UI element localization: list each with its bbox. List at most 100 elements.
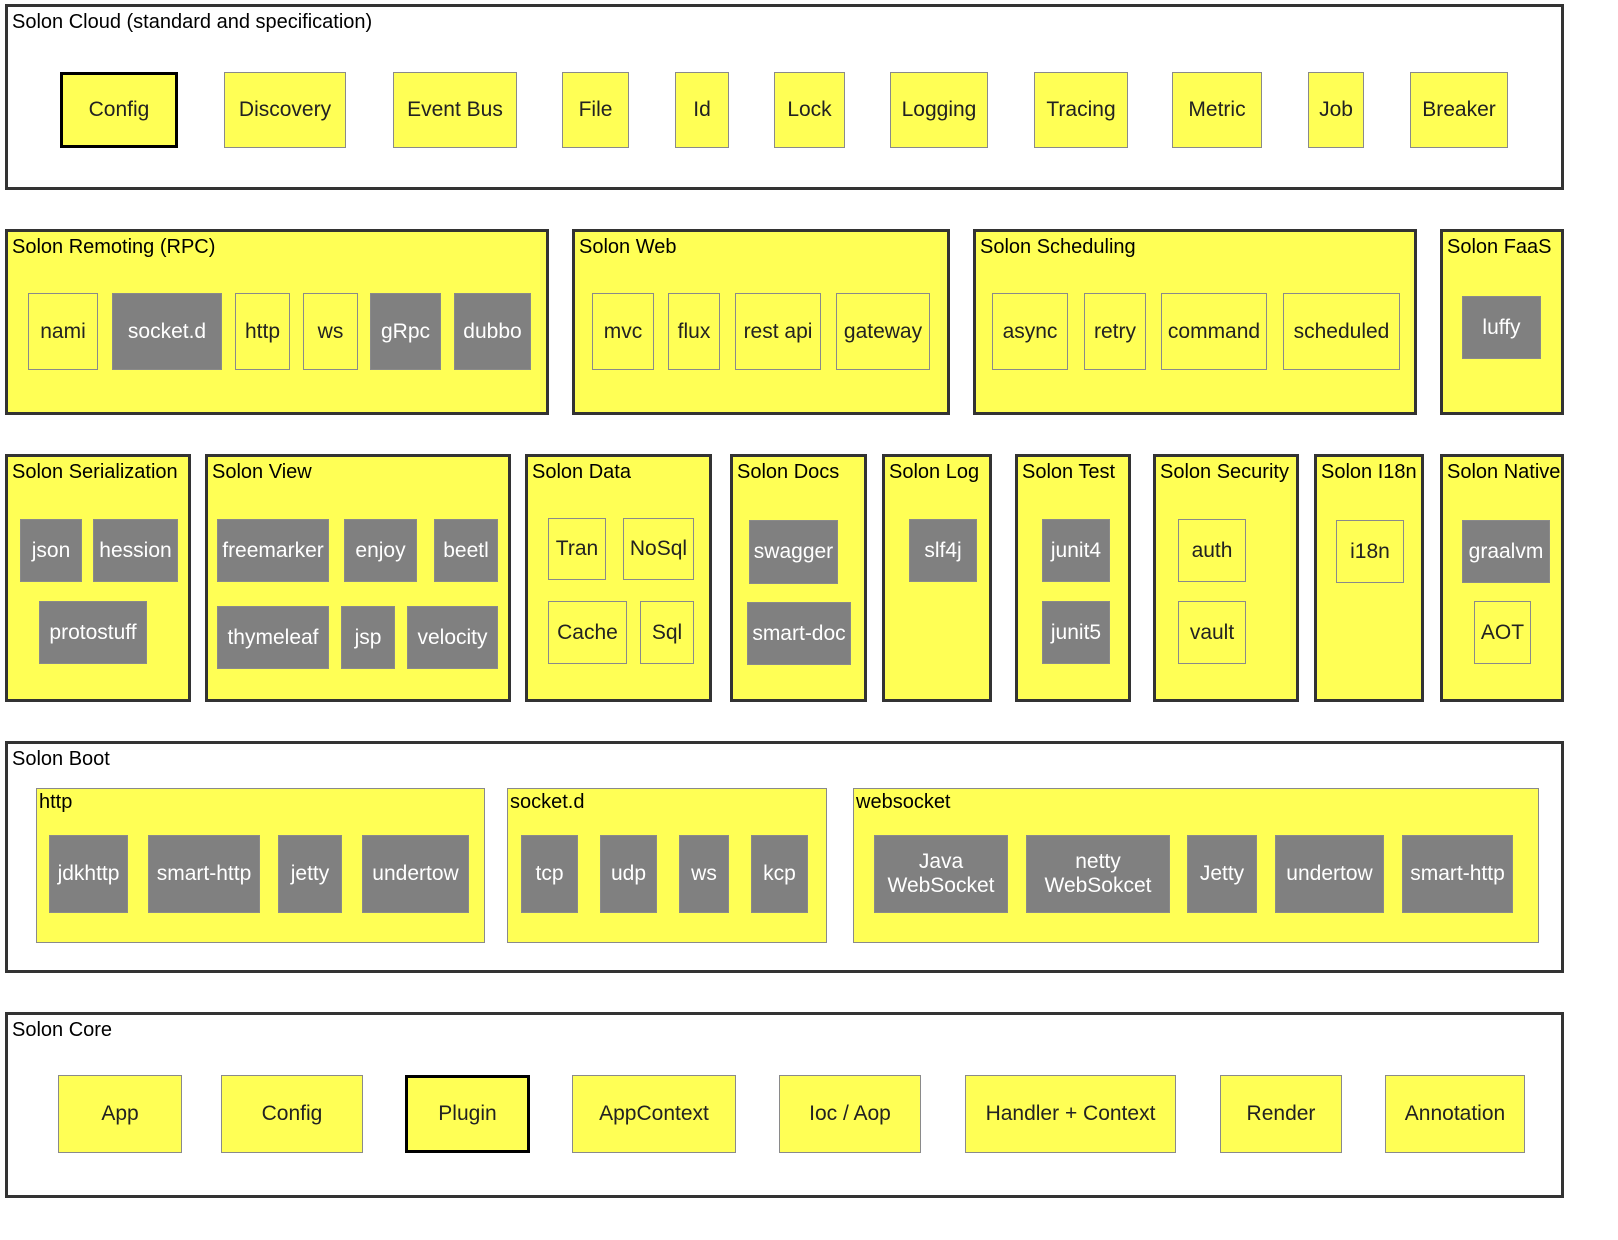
group-solon-test: Solon Test junit4 junit5 [1015, 454, 1131, 702]
module-udp[interactable]: udp [600, 835, 657, 913]
module-smart-http[interactable]: smart-http [148, 835, 260, 913]
module-beetl[interactable]: beetl [434, 519, 498, 582]
module-rest-api[interactable]: rest api [735, 293, 821, 370]
group-title: Solon Remoting (RPC) [12, 236, 216, 258]
group-title: Solon Scheduling [980, 236, 1136, 258]
module-kcp[interactable]: kcp [751, 835, 808, 913]
group-title: Solon I18n [1321, 461, 1417, 483]
module-thymeleaf[interactable]: thymeleaf [217, 606, 329, 669]
module-smart-http-ws[interactable]: smart-http [1402, 835, 1513, 913]
module-breaker[interactable]: Breaker [1410, 72, 1508, 148]
module-grpc[interactable]: gRpc [370, 293, 441, 370]
group-solon-log: Solon Log slf4j [882, 454, 992, 702]
group-title: Solon View [212, 461, 312, 483]
module-command[interactable]: command [1161, 293, 1267, 370]
module-protostuff[interactable]: protostuff [39, 601, 147, 664]
module-tracing[interactable]: Tracing [1034, 72, 1128, 148]
module-lock[interactable]: Lock [774, 72, 845, 148]
module-file[interactable]: File [562, 72, 629, 148]
module-handler-context[interactable]: Handler + Context [965, 1075, 1176, 1153]
group-title: Solon Boot [12, 748, 110, 770]
module-ioc-aop[interactable]: Ioc / Aop [779, 1075, 921, 1153]
module-i18n[interactable]: i18n [1336, 520, 1404, 583]
module-socket-d[interactable]: socket.d [112, 293, 222, 370]
module-undertow-ws[interactable]: undertow [1275, 835, 1384, 913]
group-solon-serialization: Solon Serialization json hession protost… [5, 454, 191, 702]
subgroup-title: websocket [856, 791, 951, 813]
module-appcontext[interactable]: AppContext [572, 1075, 736, 1153]
group-solon-remoting: Solon Remoting (RPC) nami socket.d http … [5, 229, 549, 415]
module-dubbo[interactable]: dubbo [454, 293, 531, 370]
module-discovery[interactable]: Discovery [224, 72, 346, 148]
module-smart-doc[interactable]: smart-doc [747, 602, 851, 665]
group-solon-view: Solon View freemarker enjoy beetl thymel… [205, 454, 511, 702]
subgroup-http: http jdkhttp smart-http jetty undertow [36, 788, 485, 943]
module-http[interactable]: http [235, 293, 290, 370]
module-undertow[interactable]: undertow [362, 835, 469, 913]
subgroup-title: http [39, 791, 73, 813]
module-nami[interactable]: nami [28, 293, 98, 370]
module-jdkhttp[interactable]: jdkhttp [49, 835, 128, 913]
module-luffy[interactable]: luffy [1462, 296, 1541, 359]
module-aot[interactable]: AOT [1474, 601, 1531, 664]
module-job[interactable]: Job [1308, 72, 1364, 148]
module-jetty[interactable]: jetty [278, 835, 342, 913]
module-sql[interactable]: Sql [640, 601, 694, 664]
module-json[interactable]: json [20, 519, 82, 582]
subgroup-websocket: websocket Java WebSocket netty WebSokcet… [853, 788, 1539, 943]
group-title: Solon Security [1160, 461, 1289, 483]
module-app[interactable]: App [58, 1075, 182, 1153]
module-cache[interactable]: Cache [548, 601, 627, 664]
subgroup-title: socket.d [510, 791, 585, 813]
module-logging[interactable]: Logging [890, 72, 988, 148]
group-title: Solon Data [532, 461, 631, 483]
module-event-bus[interactable]: Event Bus [393, 72, 517, 148]
module-metric[interactable]: Metric [1172, 72, 1262, 148]
module-velocity[interactable]: velocity [407, 606, 498, 669]
module-scheduled[interactable]: scheduled [1283, 293, 1400, 370]
module-nosql[interactable]: NoSql [623, 518, 694, 580]
module-config[interactable]: Config [60, 72, 178, 148]
group-solon-web: Solon Web mvc flux rest api gateway [572, 229, 950, 415]
group-title: Solon Test [1022, 461, 1116, 483]
module-jetty-ws[interactable]: Jetty [1187, 835, 1257, 913]
group-solon-faas: Solon FaaS luffy [1440, 229, 1564, 415]
module-auth[interactable]: auth [1178, 519, 1246, 582]
module-java-websocket[interactable]: Java WebSocket [874, 835, 1008, 913]
subgroup-socket-d: socket.d tcp udp ws kcp [507, 788, 827, 943]
module-hession[interactable]: hession [93, 519, 178, 582]
module-plugin[interactable]: Plugin [405, 1075, 530, 1153]
module-annotation[interactable]: Annotation [1385, 1075, 1525, 1153]
module-tcp[interactable]: tcp [521, 835, 578, 913]
module-enjoy[interactable]: enjoy [344, 519, 417, 582]
group-solon-docs: Solon Docs swagger smart-doc [730, 454, 867, 702]
group-solon-boot: Solon Boot http jdkhttp smart-http jetty… [5, 741, 1564, 973]
group-solon-cloud: Solon Cloud (standard and specification)… [5, 4, 1564, 190]
module-retry[interactable]: retry [1084, 293, 1146, 370]
module-swagger[interactable]: swagger [749, 520, 838, 584]
module-slf4j[interactable]: slf4j [909, 519, 977, 582]
group-solon-native: Solon Native graalvm AOT [1440, 454, 1564, 702]
module-mvc[interactable]: mvc [592, 293, 654, 370]
module-junit4[interactable]: junit4 [1042, 519, 1110, 582]
module-vault[interactable]: vault [1178, 601, 1246, 664]
module-gateway[interactable]: gateway [836, 293, 930, 370]
module-ws[interactable]: ws [303, 293, 358, 370]
group-title: Solon Log [889, 461, 980, 483]
module-freemarker[interactable]: freemarker [217, 519, 329, 582]
module-netty-websocket[interactable]: netty WebSokcet [1026, 835, 1170, 913]
module-render[interactable]: Render [1220, 1075, 1342, 1153]
module-graalvm[interactable]: graalvm [1462, 520, 1550, 583]
group-title: Solon Web [579, 236, 677, 258]
module-jsp[interactable]: jsp [341, 606, 395, 669]
group-solon-security: Solon Security auth vault [1153, 454, 1299, 702]
group-solon-core: Solon Core App Config Plugin AppContext … [5, 1012, 1564, 1198]
module-junit5[interactable]: junit5 [1042, 601, 1110, 664]
module-core-config[interactable]: Config [221, 1075, 363, 1153]
module-id[interactable]: Id [675, 72, 729, 148]
module-async[interactable]: async [992, 293, 1068, 370]
module-tran[interactable]: Tran [548, 518, 606, 580]
module-ws[interactable]: ws [679, 835, 729, 913]
group-solon-i18n: Solon I18n i18n [1314, 454, 1424, 702]
module-flux[interactable]: flux [668, 293, 720, 370]
